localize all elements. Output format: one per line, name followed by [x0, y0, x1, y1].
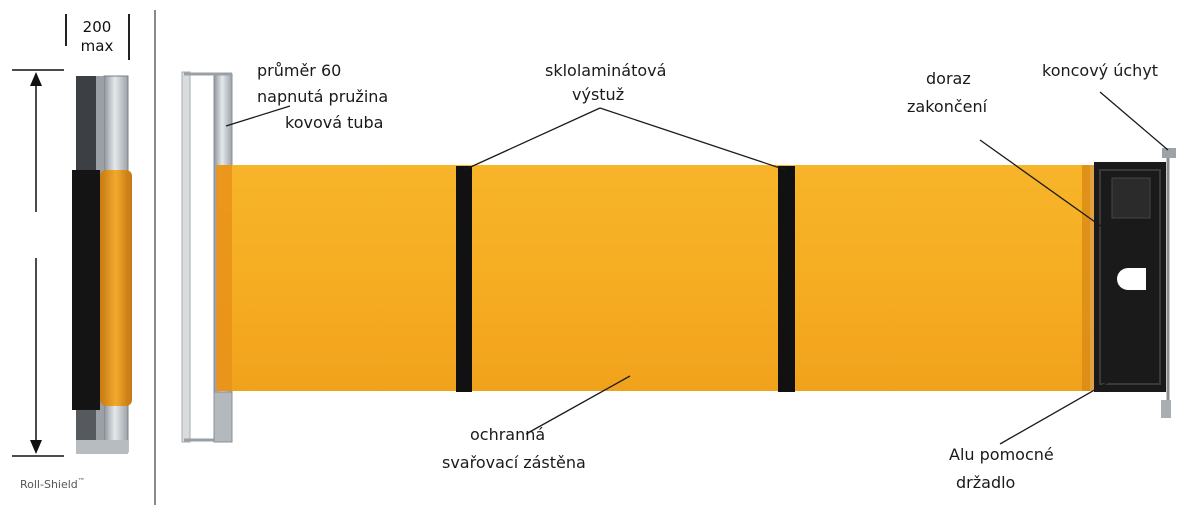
curtain-right-edge	[1082, 165, 1094, 391]
grip-bottom-fitting	[1161, 400, 1171, 418]
dimension-value: 200	[83, 18, 112, 36]
logo: Roll-Shield™	[20, 477, 85, 491]
leader-end-grip	[1099, 91, 1169, 151]
label-spring: napnutá pružina	[257, 87, 388, 106]
leader-lines	[225, 91, 1169, 445]
label-stop-2: zakončení	[907, 97, 988, 116]
roller-rod-outer	[181, 71, 191, 443]
label-diameter: průměr 60	[257, 61, 341, 80]
label-handle-2: držadlo	[956, 473, 1015, 492]
leader-screen	[525, 375, 631, 435]
dimension-gap	[30, 212, 44, 258]
label-screen-2: svařovací zástěna	[442, 453, 586, 472]
side-handle	[72, 170, 100, 410]
label-reinforcement-2: výstuž	[572, 85, 624, 104]
grip-cutout	[1117, 268, 1146, 290]
end-stop-slot	[1111, 177, 1151, 219]
end-stop-frame	[1099, 169, 1161, 385]
label-reinforcement-1: sklolaminátová	[545, 61, 666, 80]
label-tube: kovová tuba	[285, 113, 383, 132]
label-handle-1: Alu pomocné	[949, 445, 1054, 464]
dimension-unit: max	[81, 37, 114, 55]
reinforcement-stripe-right	[778, 166, 795, 392]
grip-top-fitting	[1162, 148, 1176, 158]
label-screen-1: ochranná	[470, 425, 545, 444]
label-end-grip: koncový úchyt	[1042, 61, 1158, 80]
leader-reinforcement-right	[599, 107, 787, 171]
leader-reinforcement-left	[463, 107, 601, 171]
leader-spring	[225, 105, 291, 127]
label-stop-1: doraz	[926, 69, 971, 88]
curtain-left-edge	[216, 165, 232, 391]
side-base-cap	[76, 440, 128, 454]
leader-handle	[999, 371, 1127, 445]
leader-stop	[979, 139, 1127, 245]
roller-bottom-cap	[213, 391, 233, 443]
front-view	[181, 71, 1176, 443]
width-dimension: 200 max	[81, 18, 114, 55]
side-rolled-curtain	[100, 170, 132, 406]
welding-curtain	[218, 165, 1090, 391]
reinforcement-stripe-left	[456, 166, 472, 392]
arrow-up-icon	[30, 72, 42, 86]
arrow-down-icon	[30, 440, 42, 454]
labels: průměr 60 napnutá pružina kovová tuba sk…	[257, 61, 1158, 492]
side-view	[12, 10, 156, 505]
